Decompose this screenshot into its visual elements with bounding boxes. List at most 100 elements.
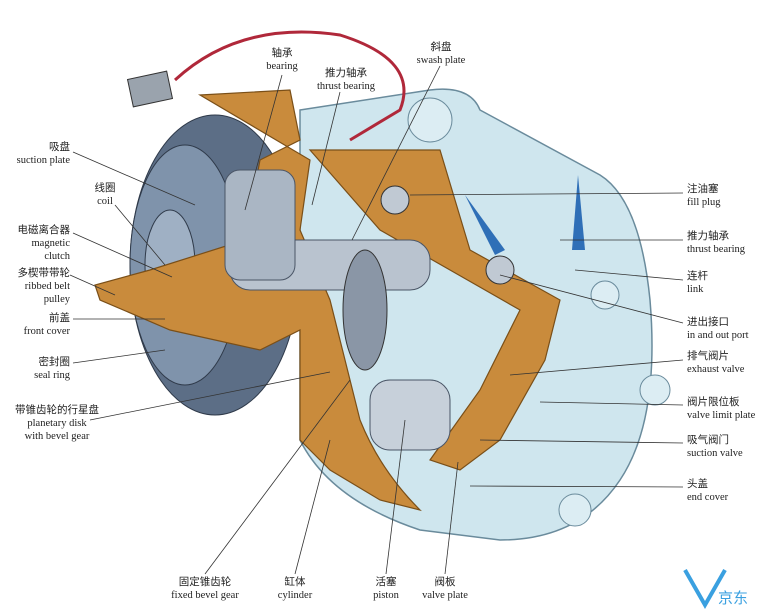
label-cylinder: 缸体 cylinder bbox=[278, 576, 312, 602]
label-piston: 活塞 piston bbox=[373, 576, 399, 602]
label-zh: 固定锥齿轮 bbox=[178, 577, 232, 588]
label-zh: 轴承 bbox=[271, 48, 293, 59]
label-zh: 电磁离合器 bbox=[17, 225, 71, 236]
label-en: link bbox=[687, 284, 704, 295]
mount-lug-right-low bbox=[639, 374, 671, 406]
label-bearing: 轴承 bearing bbox=[266, 47, 298, 73]
label-swash-plate: 斜盘 swash plate bbox=[417, 41, 466, 67]
leader-line-in-out-port bbox=[499, 274, 684, 324]
label-en: thrust bearing bbox=[687, 244, 746, 255]
leader-line-magnetic-clutch bbox=[72, 232, 173, 278]
label-ribbed-belt-pulley: 多楔带带轮 ribbed belt pulley bbox=[18, 267, 71, 306]
label-zh: 阀板 bbox=[434, 577, 456, 588]
label-zh: 连杆 bbox=[687, 271, 708, 282]
label-zh: 进出接口 bbox=[687, 317, 729, 328]
leader-line-link bbox=[574, 269, 684, 281]
label-zh: 吸气阀门 bbox=[687, 435, 729, 446]
blue-arrow-in bbox=[465, 195, 505, 255]
label-magnetic-clutch: 电磁离合器 magnetic clutch bbox=[18, 224, 71, 263]
leader-line-swash-plate bbox=[351, 65, 441, 241]
label-suction-plate: 吸盘 suction plate bbox=[17, 141, 70, 167]
label-en: valve limit plate bbox=[687, 410, 756, 421]
label-zh: 吸盘 bbox=[49, 142, 70, 153]
label-en: planetary disk bbox=[27, 418, 87, 429]
label-en: fill plug bbox=[687, 197, 721, 208]
label-fixed-bevel-gear: 固定锥齿轮 fixed bevel gear bbox=[171, 576, 239, 602]
label-zh: 注油塞 bbox=[687, 184, 719, 195]
label-zh: 头盖 bbox=[687, 479, 708, 490]
watermark-logo: 京东 bbox=[683, 569, 748, 610]
label-zh: 前盖 bbox=[49, 313, 70, 324]
leader-line-suction-plate bbox=[72, 151, 196, 206]
label-thrust-bearing-top: 推力轴承 thrust bearing bbox=[317, 67, 375, 93]
label-en: magnetic bbox=[31, 238, 70, 249]
label-en: pulley bbox=[43, 294, 70, 305]
label-valve-limit-plate: 阀片限位板 valve limit plate bbox=[687, 396, 755, 422]
internal-cylinder bbox=[224, 169, 296, 281]
label-en: clutch bbox=[44, 251, 70, 262]
leader-line-piston bbox=[385, 419, 406, 575]
label-en: ribbed belt bbox=[24, 281, 70, 292]
fill-plug-part bbox=[380, 185, 410, 215]
label-suction-valve: 吸气阀门 suction valve bbox=[687, 434, 743, 460]
leader-line-valve-limit-plate bbox=[539, 401, 684, 406]
label-zh: 排气阀片 bbox=[687, 351, 729, 362]
label-seal-ring: 密封圈 seal ring bbox=[34, 356, 70, 382]
mount-lug-bottom bbox=[558, 493, 592, 527]
label-zh: 密封圈 bbox=[38, 357, 71, 368]
leader-line-thrust-bearing-top bbox=[311, 91, 341, 206]
leader-line-ribbed-belt-pulley bbox=[69, 274, 116, 296]
leader-line-valve-plate bbox=[444, 461, 459, 575]
leader-line-end-cover bbox=[469, 485, 684, 488]
label-zh: 阀片限位板 bbox=[687, 397, 740, 408]
front-cover-cutaway bbox=[94, 89, 422, 512]
label-planetary-disk: 带锥齿轮的行星盘 planetary disk with bevel gear bbox=[15, 404, 99, 443]
rear-cutaway bbox=[308, 149, 561, 471]
label-en: suction plate bbox=[16, 155, 70, 166]
label-en: exhaust valve bbox=[687, 364, 745, 375]
label-zh: 多楔带带轮 bbox=[17, 268, 71, 279]
label-en: bearing bbox=[266, 61, 298, 72]
label-en: piston bbox=[373, 590, 399, 601]
leader-line-fill-plug bbox=[409, 192, 684, 196]
label-en: thrust bearing bbox=[316, 81, 376, 92]
label-zh: 带锥齿轮的行星盘 bbox=[15, 405, 99, 416]
label-en: cylinder bbox=[277, 590, 313, 601]
label-en: suction valve bbox=[687, 448, 743, 459]
label-zh: 线圈 bbox=[94, 183, 116, 194]
port-fitting bbox=[485, 255, 515, 285]
leader-line-cylinder bbox=[294, 439, 331, 575]
label-valve-plate: 阀板 valve plate bbox=[422, 576, 468, 602]
leader-line-seal-ring bbox=[72, 349, 166, 364]
label-en: front cover bbox=[23, 326, 70, 337]
leader-line-exhaust-valve bbox=[509, 359, 684, 376]
electrical-wire bbox=[173, 30, 406, 142]
leader-line-suction-valve bbox=[479, 439, 684, 444]
mount-lug-right bbox=[590, 280, 620, 310]
label-zh: 斜盘 bbox=[430, 42, 452, 53]
label-zh: 活塞 bbox=[375, 577, 397, 588]
label-en: fixed bevel gear bbox=[171, 590, 239, 601]
label-en: with bevel gear bbox=[24, 431, 90, 442]
label-fill-plug: 注油塞 fill plug bbox=[687, 183, 721, 209]
mount-lug-top bbox=[407, 97, 453, 143]
label-end-cover: 头盖 end cover bbox=[687, 478, 728, 504]
label-en: seal ring bbox=[34, 370, 70, 381]
label-en: valve plate bbox=[422, 590, 468, 601]
label-zh: 缸体 bbox=[284, 577, 306, 588]
piston-body bbox=[369, 379, 451, 451]
leader-line-fixed-bevel-gear bbox=[204, 379, 351, 575]
label-en: swash plate bbox=[416, 55, 466, 66]
label-en: end cover bbox=[687, 492, 729, 503]
label-link: 连杆 link bbox=[687, 270, 708, 296]
electrical-connector bbox=[126, 70, 174, 108]
leader-line-coil bbox=[114, 204, 166, 266]
label-zh: 推力轴承 bbox=[325, 68, 367, 79]
label-exhaust-valve: 排气阀片 exhaust valve bbox=[687, 350, 744, 376]
watermark-mark bbox=[683, 569, 727, 610]
